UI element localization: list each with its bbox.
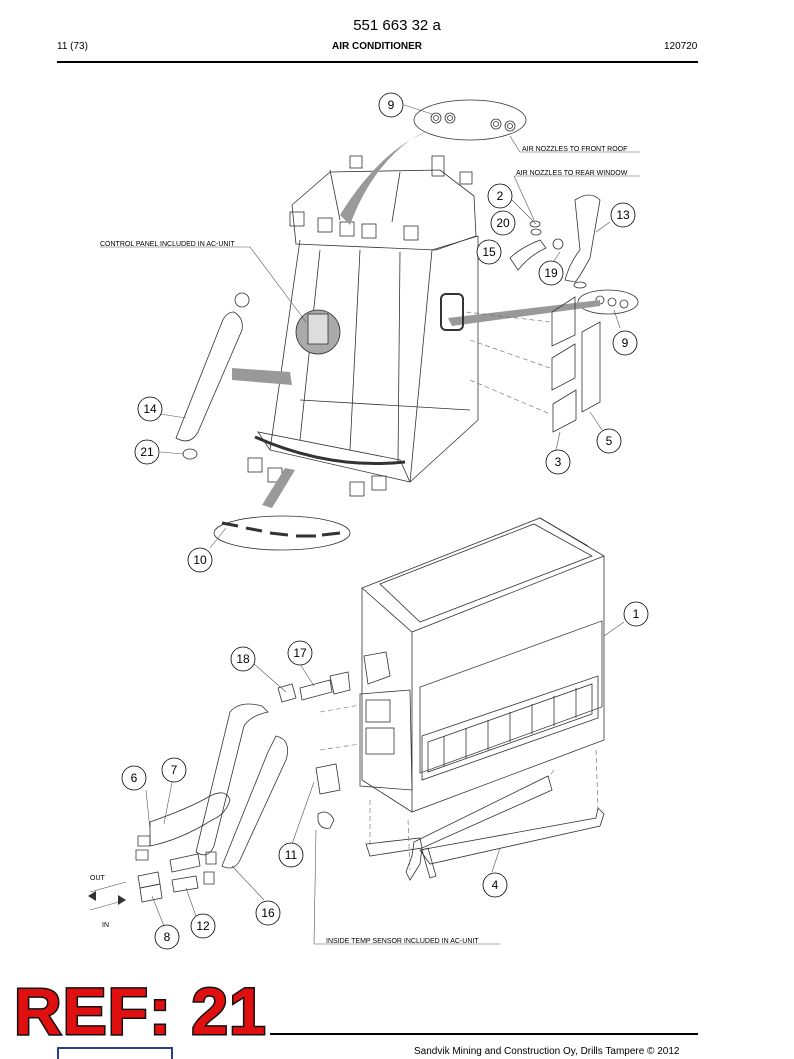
callout-3: 3 [545, 449, 571, 475]
nozzle-group-bottom [213, 515, 351, 551]
label-in: IN [102, 922, 109, 929]
svg-text:12: 12 [196, 919, 210, 933]
nozzle-group-top [413, 99, 527, 141]
svg-text:18: 18 [236, 652, 250, 666]
header-rule [57, 61, 698, 63]
svg-text:20: 20 [496, 216, 510, 230]
document-date: 120720 [664, 41, 698, 52]
footer-rule [270, 1033, 698, 1035]
ac-unit-body [359, 517, 605, 813]
svg-text:19: 19 [544, 266, 558, 280]
leader-lines [89, 104, 640, 945]
svg-text:5: 5 [606, 434, 613, 448]
svg-text:13: 13 [616, 208, 630, 222]
drain-pipe-4 [365, 775, 605, 881]
callout-20: 20 [490, 210, 516, 236]
air-ducts-right [509, 194, 601, 289]
svg-text:8: 8 [164, 930, 171, 944]
callout-13: 13 [610, 202, 636, 228]
callout-2: 2 [487, 183, 513, 209]
svg-text:7: 7 [171, 763, 178, 777]
operator-cabin [247, 155, 479, 497]
callout-6: 6 [121, 765, 147, 791]
callout-9-top: 9 [378, 92, 404, 118]
filters [551, 296, 601, 433]
callout-17: 17 [287, 640, 313, 666]
company-logo [57, 1047, 173, 1059]
svg-text:3: 3 [555, 455, 562, 469]
callout-21: 21 [134, 439, 160, 465]
part-number: 551 663 32 a [353, 17, 441, 34]
label-out: OUT [90, 875, 106, 882]
hose-assembly-left [135, 671, 351, 903]
callout-1: 1 [623, 601, 649, 627]
callout-12: 12 [190, 913, 216, 939]
svg-text:9: 9 [388, 98, 395, 112]
callout-15: 15 [476, 239, 502, 265]
callout-16: 16 [255, 900, 281, 926]
svg-text:9: 9 [622, 336, 629, 350]
svg-text:14: 14 [143, 402, 157, 416]
label-inside-temp-sensor: INSIDE TEMP SENSOR INCLUDED IN AC-UNIT [326, 938, 479, 945]
svg-text:10: 10 [193, 553, 207, 567]
svg-text:15: 15 [482, 245, 496, 259]
svg-text:2: 2 [497, 189, 504, 203]
callout-14: 14 [137, 396, 163, 422]
label-air-nozzles-front-roof: AIR NOZZLES TO FRONT ROOF [522, 146, 627, 153]
page-number: 11 (73) [57, 41, 88, 52]
callout-19: 19 [538, 260, 564, 286]
svg-text:11: 11 [285, 848, 298, 862]
callout-11: 11 [278, 842, 304, 868]
callout-9-right: 9 [612, 330, 638, 356]
document-title: AIR CONDITIONER [332, 41, 422, 52]
svg-text:1: 1 [633, 607, 640, 621]
label-control-panel: CONTROL PANEL INCLUDED IN AC-UNIT [100, 241, 235, 248]
callout-8: 8 [154, 924, 180, 950]
svg-text:16: 16 [261, 906, 275, 920]
footer-copyright: Sandvik Mining and Construction Oy, Dril… [414, 1046, 680, 1057]
callout-7: 7 [161, 757, 187, 783]
label-air-nozzles-rear-window: AIR NOZZLES TO REAR WINDOW [516, 170, 628, 177]
svg-text:6: 6 [131, 771, 138, 785]
callout-balloons: 9 2 13 20 15 19 9 5 3 14 21 10 1 18 17 7… [121, 92, 649, 950]
callout-10: 10 [187, 547, 213, 573]
callout-4: 4 [482, 872, 508, 898]
ref-stamp: REF: 21 [13, 974, 268, 1048]
svg-text:17: 17 [293, 646, 307, 660]
callout-18: 18 [230, 646, 256, 672]
callout-5: 5 [596, 428, 622, 454]
svg-text:4: 4 [492, 878, 499, 892]
svg-text:21: 21 [140, 445, 154, 459]
